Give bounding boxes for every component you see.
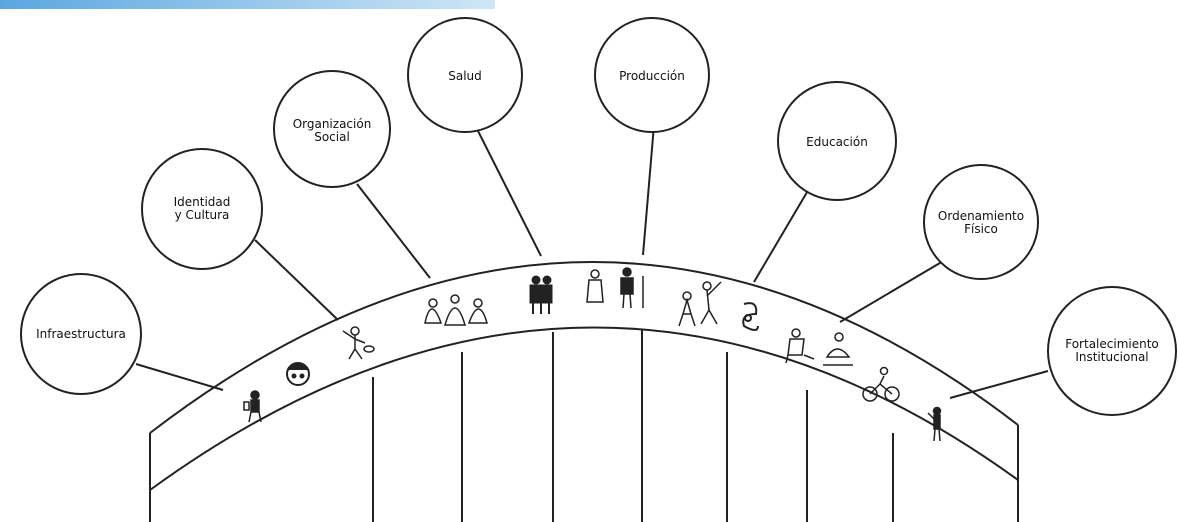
- circle-organizacion: [273, 70, 391, 188]
- farmer-icon: [785, 328, 815, 364]
- reader-icon: [823, 332, 853, 366]
- arch-inner-edge: [149, 326, 1019, 491]
- dancers-icon: [678, 281, 722, 327]
- face-icon: [286, 362, 310, 386]
- standing-figure-icon: [927, 406, 942, 442]
- connector-produccion: [642, 124, 655, 256]
- connector-ordenamiento: [839, 259, 946, 323]
- circle-identidad: [141, 148, 263, 270]
- circle-ordenamiento: [923, 164, 1039, 280]
- drummer-icon: [342, 326, 375, 360]
- circle-infraestructura: [20, 273, 142, 395]
- circle-produccion: [594, 17, 710, 133]
- arch-outer-edge: [149, 261, 1019, 434]
- people-talking-icon: [586, 267, 644, 309]
- connector-organizacion: [356, 183, 431, 279]
- connector-fortalecimiento: [949, 370, 1049, 399]
- connector-infraestructura: [135, 363, 224, 391]
- circle-fortalecimiento: [1047, 286, 1177, 416]
- family-group-icon: [424, 294, 488, 326]
- connector-educacion: [753, 181, 814, 283]
- mother-child-icon: [742, 302, 759, 331]
- connector-salud: [474, 124, 542, 257]
- group-of-people-icon: [529, 275, 553, 314]
- circle-salud: [407, 17, 523, 133]
- top-accent-bar: [0, 0, 495, 9]
- worker-icon: [243, 390, 262, 423]
- circle-educacion: [777, 81, 897, 201]
- connector-identidad: [254, 239, 339, 321]
- cyclist-icon: [862, 366, 900, 402]
